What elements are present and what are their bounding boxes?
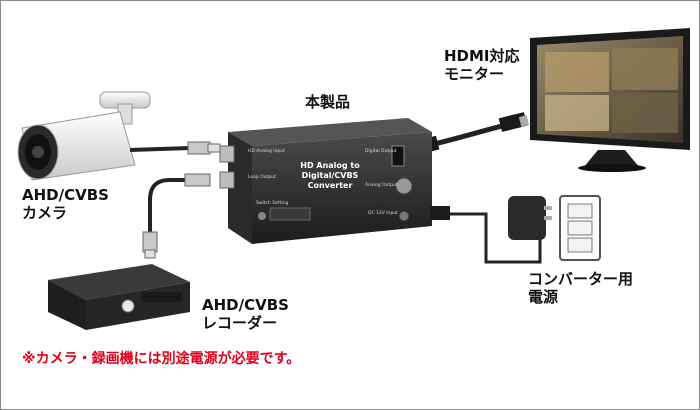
bnc-port-input [219, 145, 235, 163]
bullet-camera [17, 91, 151, 181]
hdmi-monitor [530, 28, 690, 172]
port-label-loop-output: Loop Output [248, 174, 276, 180]
label-camera-2: カメラ [22, 204, 68, 222]
port-label-analog-output: Analog Output [365, 182, 398, 188]
converter-title-1: HD Analog to [300, 161, 360, 170]
port-label-analog-input: HD Analog Input [248, 148, 285, 154]
camera-bnc-connector [187, 141, 221, 155]
dc-plug [430, 206, 450, 220]
power-adapter [508, 196, 552, 240]
label-monitor-1: HDMI対応 [444, 47, 520, 65]
label-camera-1: AHD/CVBS [22, 186, 109, 204]
wall-outlet [559, 195, 601, 261]
dc-port [398, 210, 410, 222]
converter-title-2: Digital/CVBS [302, 171, 359, 180]
converter-box [219, 118, 432, 244]
video-recorder [48, 264, 190, 330]
bnc-port-analog-output [395, 177, 413, 195]
port-label-digital-output: Digital Output [365, 148, 397, 154]
label-power-1: コンバーター用 [528, 270, 634, 288]
label-recorder-1: AHD/CVBS [202, 296, 289, 314]
label-recorder-2: レコーダー [202, 314, 278, 332]
hdmi-cable [416, 112, 530, 155]
recorder-cable [148, 178, 210, 232]
recorder-bnc-connector [142, 173, 211, 259]
switch-setting-label: Switch Setting [256, 200, 289, 206]
switch-knob [258, 212, 266, 220]
label-monitor-2: モニター [444, 65, 505, 83]
camera-cable [129, 146, 191, 152]
converter-title-3: Converter [308, 181, 353, 190]
hdmi-port [391, 145, 405, 167]
label-power-2: 電源 [528, 288, 559, 306]
label-product: 本製品 [305, 93, 351, 111]
power-cable [432, 212, 542, 264]
bnc-port-loop [219, 171, 235, 189]
dc-input-label: DC 12V Input [368, 210, 398, 216]
power-note: ※カメラ・録画機には別途電源が必要です。 [22, 351, 301, 367]
